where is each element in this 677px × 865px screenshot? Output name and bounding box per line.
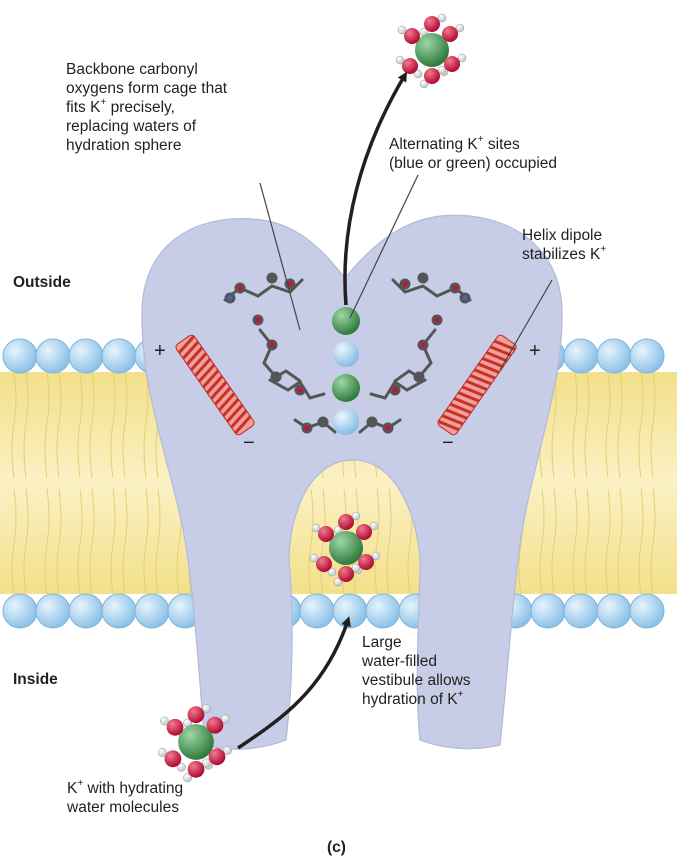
inside-label: Inside xyxy=(13,670,58,689)
helix-line-2: stabilizes K+ xyxy=(522,245,606,264)
alternating-label: Alternating K+ sites (blue or green) occ… xyxy=(389,135,557,173)
backbone-atom xyxy=(415,373,423,381)
backbone-atom xyxy=(268,341,276,349)
vestibule-line-1: Large xyxy=(362,633,471,652)
hydrated-k-ion-top xyxy=(396,14,466,88)
lipid-head xyxy=(36,594,70,628)
backbone-atom xyxy=(272,373,280,381)
water-oxygen xyxy=(442,26,458,42)
helix-left-minus: − xyxy=(243,432,255,454)
helix-label: Helix dipole stabilizes K+ xyxy=(522,226,606,264)
helix-left-plus: + xyxy=(154,340,166,362)
lipid-head xyxy=(3,339,37,373)
carbonyl-line-2: oxygens form cage that xyxy=(66,79,227,98)
backbone-atom xyxy=(419,274,427,282)
water-oxygen xyxy=(188,761,205,778)
backbone-atom xyxy=(391,386,399,394)
lipid-heads-inner xyxy=(3,594,664,628)
backbone-atom xyxy=(419,341,427,349)
alternating-line-1: Alternating K+ sites xyxy=(389,135,557,154)
water-oxygen xyxy=(338,514,354,530)
water-oxygen xyxy=(402,58,418,74)
lipid-head xyxy=(564,594,598,628)
water-oxygen xyxy=(424,68,440,84)
lipid-head xyxy=(597,339,631,373)
vestibule-line-4: hydration of K+ xyxy=(362,690,471,709)
helix-right-plus: + xyxy=(529,340,541,362)
lipid-head xyxy=(102,339,136,373)
lipid-head xyxy=(69,594,103,628)
water-oxygen xyxy=(338,566,354,582)
k-site-blue-2 xyxy=(333,409,359,435)
lipid-head xyxy=(36,339,70,373)
carbonyl-label: Backbone carbonyl oxygens form cage that… xyxy=(66,60,227,155)
lipid-head xyxy=(102,594,136,628)
water-oxygen xyxy=(424,16,440,32)
lipid-head xyxy=(531,594,565,628)
water-oxygen xyxy=(165,750,182,767)
backbone-atom xyxy=(296,386,304,394)
water-oxygen xyxy=(207,717,224,734)
backbone-atom xyxy=(384,424,392,432)
lipid-head xyxy=(597,594,631,628)
hydrated-line-1: K+ with hydrating xyxy=(67,779,183,798)
k-site-blue-1 xyxy=(333,341,359,367)
hydrated-label: K+ with hydrating water molecules xyxy=(67,779,183,817)
lipid-head xyxy=(135,594,169,628)
water-oxygen xyxy=(209,748,226,765)
water-oxygen xyxy=(167,719,184,736)
lipid-head xyxy=(300,594,334,628)
carbonyl-line-1: Backbone carbonyl xyxy=(66,60,227,79)
helix-line-1: Helix dipole xyxy=(522,226,606,245)
water-oxygen xyxy=(404,28,420,44)
backbone-atom xyxy=(319,418,327,426)
lipid-head xyxy=(564,339,598,373)
helix-right-minus: − xyxy=(442,432,454,454)
lipid-head xyxy=(69,339,103,373)
panel-label: (c) xyxy=(327,838,346,857)
backbone-atom xyxy=(368,418,376,426)
hydrated-line-2: water molecules xyxy=(67,798,183,817)
lipid-head xyxy=(366,594,400,628)
water-oxygen xyxy=(188,706,205,723)
vestibule-label: Large water-filled vestibule allows hydr… xyxy=(362,633,471,709)
water-oxygen xyxy=(358,554,374,570)
outside-label: Outside xyxy=(13,273,71,292)
backbone-atom xyxy=(451,284,459,292)
carbonyl-line-5: hydration sphere xyxy=(66,136,227,155)
lipid-head xyxy=(630,594,664,628)
backbone-atom xyxy=(461,294,469,302)
k-ion-green-1 xyxy=(332,307,360,335)
backbone-atom xyxy=(226,294,234,302)
backbone-atom xyxy=(401,280,409,288)
lipid-head xyxy=(630,339,664,373)
water-oxygen xyxy=(356,524,372,540)
carbonyl-line-3: fits K+ precisely, xyxy=(66,98,227,117)
backbone-atom xyxy=(303,424,311,432)
carbonyl-line-4: replacing waters of xyxy=(66,117,227,136)
lipid-head xyxy=(333,594,367,628)
water-oxygen xyxy=(444,56,460,72)
water-oxygen xyxy=(316,556,332,572)
vestibule-line-2: water-filled xyxy=(362,652,471,671)
water-oxygen xyxy=(318,526,334,542)
alternating-line-2: (blue or green) occupied xyxy=(389,154,557,173)
backbone-atom xyxy=(433,316,441,324)
backbone-atom xyxy=(236,284,244,292)
lipid-head xyxy=(3,594,37,628)
k-ion-green-2 xyxy=(332,374,360,402)
backbone-atom xyxy=(254,316,262,324)
backbone-atom xyxy=(268,274,276,282)
vestibule-line-3: vestibule allows xyxy=(362,671,471,690)
